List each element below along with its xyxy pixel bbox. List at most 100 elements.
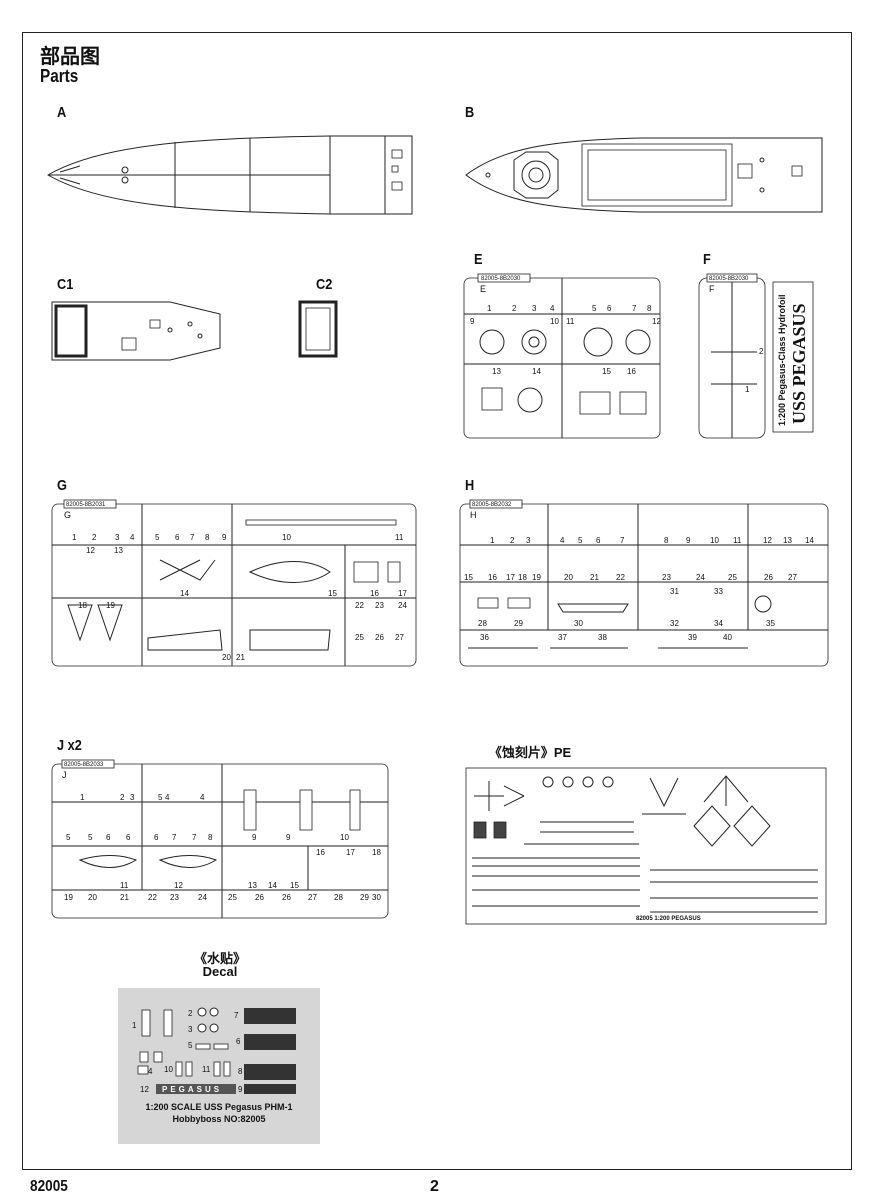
pe-plate-label: 82005 1:200 PEGASUS xyxy=(636,916,701,922)
label-h: H xyxy=(465,477,475,494)
sprue-e-code: 82005-8B2030 xyxy=(481,276,521,282)
svg-text:26: 26 xyxy=(764,573,773,582)
decal-title-cn: 《水贴》 xyxy=(193,951,246,966)
svg-text:4: 4 xyxy=(130,533,135,542)
svg-text:28: 28 xyxy=(334,893,343,902)
svg-text:9: 9 xyxy=(286,833,291,842)
pe-title-cn: 《蚀刻片》 xyxy=(488,745,554,760)
decal-title-en: Decal xyxy=(202,964,238,979)
svg-text:24: 24 xyxy=(398,601,407,610)
svg-text:22: 22 xyxy=(148,893,157,902)
decal-caption-1: 1:200 SCALE USS Pegasus PHM-1 xyxy=(145,1102,293,1112)
svg-text:6: 6 xyxy=(106,833,111,842)
svg-text:13: 13 xyxy=(783,536,792,545)
svg-text:3: 3 xyxy=(130,793,135,802)
label-b: B xyxy=(465,104,475,121)
svg-text:36: 36 xyxy=(480,633,489,642)
svg-text:12: 12 xyxy=(174,881,183,890)
svg-text:38: 38 xyxy=(598,633,607,642)
svg-text:9: 9 xyxy=(238,1085,243,1094)
svg-text:11: 11 xyxy=(120,881,129,890)
svg-text:10: 10 xyxy=(550,317,559,326)
svg-text:8: 8 xyxy=(208,833,213,842)
svg-text:16: 16 xyxy=(316,848,325,857)
svg-text:21: 21 xyxy=(120,893,129,902)
svg-text:16: 16 xyxy=(370,589,379,598)
svg-text:10: 10 xyxy=(282,533,291,542)
svg-text:8: 8 xyxy=(238,1067,243,1076)
page-frame xyxy=(22,32,852,1170)
svg-text:26: 26 xyxy=(375,633,384,642)
part-a-hull xyxy=(46,135,413,215)
svg-text:8: 8 xyxy=(664,536,669,545)
svg-text:17: 17 xyxy=(506,573,515,582)
svg-text:9: 9 xyxy=(686,536,691,545)
svg-text:13: 13 xyxy=(248,881,257,890)
svg-text:7: 7 xyxy=(620,536,625,545)
footer-page-number: 2 xyxy=(430,1178,439,1195)
svg-text:22: 22 xyxy=(616,573,625,582)
svg-text:26: 26 xyxy=(255,893,264,902)
svg-text:15: 15 xyxy=(328,589,337,598)
svg-text:9: 9 xyxy=(222,533,227,542)
svg-text:4: 4 xyxy=(148,1067,153,1076)
svg-text:27: 27 xyxy=(308,893,317,902)
svg-text:19: 19 xyxy=(64,893,73,902)
svg-text:26: 26 xyxy=(282,893,291,902)
svg-text:1: 1 xyxy=(80,793,85,802)
svg-text:3: 3 xyxy=(526,536,531,545)
part-b-deck xyxy=(465,137,823,213)
sprue-g-code: 82005-8B2031 xyxy=(66,502,106,508)
svg-text:23: 23 xyxy=(375,601,384,610)
svg-text:28: 28 xyxy=(478,619,487,628)
svg-text:7: 7 xyxy=(632,304,637,313)
svg-text:11: 11 xyxy=(733,536,742,545)
sprue-j-letter: J xyxy=(62,770,67,780)
svg-text:6: 6 xyxy=(126,833,131,842)
svg-text:7: 7 xyxy=(190,533,195,542)
svg-text:18: 18 xyxy=(372,848,381,857)
svg-text:12: 12 xyxy=(86,546,95,555)
sprue-f-nameplate: 1:200 Pegasus-Class Hydrofoil USS PEGASU… xyxy=(772,281,814,433)
svg-text:40: 40 xyxy=(723,633,732,642)
svg-text:16: 16 xyxy=(627,367,636,376)
label-g: G xyxy=(57,477,67,494)
sprue-f: 82005-8B2030 F 2 1 1:200 Pegasus-Class H… xyxy=(698,273,814,439)
label-c2: C2 xyxy=(316,276,333,293)
svg-text:10: 10 xyxy=(710,536,719,545)
svg-text:17: 17 xyxy=(346,848,355,857)
svg-text:21: 21 xyxy=(236,653,245,662)
sprue-f-letter: F xyxy=(709,284,715,294)
svg-text:2: 2 xyxy=(120,793,125,802)
svg-text:5: 5 xyxy=(66,833,71,842)
svg-text:27: 27 xyxy=(395,633,404,642)
pe-fret: 82005 1:200 PEGASUS xyxy=(465,767,827,925)
svg-text:13: 13 xyxy=(114,546,123,555)
svg-text:8: 8 xyxy=(205,533,210,542)
svg-text:1: 1 xyxy=(490,536,495,545)
svg-text:35: 35 xyxy=(766,619,775,628)
svg-text:39: 39 xyxy=(688,633,697,642)
svg-text:14: 14 xyxy=(268,881,277,890)
svg-text:21: 21 xyxy=(590,573,599,582)
svg-text:1: 1 xyxy=(72,533,77,542)
svg-text:6: 6 xyxy=(607,304,612,313)
svg-text:6: 6 xyxy=(175,533,180,542)
sprue-h-code: 82005-8B2032 xyxy=(472,502,512,508)
decal-name-strip: PEGASUS xyxy=(162,1085,222,1094)
svg-text:14: 14 xyxy=(180,589,189,598)
svg-text:24: 24 xyxy=(696,573,705,582)
sprue-g-letter: G xyxy=(64,510,71,520)
svg-text:25: 25 xyxy=(228,893,237,902)
svg-text:19: 19 xyxy=(532,573,541,582)
svg-text:37: 37 xyxy=(558,633,567,642)
sprue-h-letter: H xyxy=(470,510,477,520)
part-c2 xyxy=(298,300,338,358)
svg-text:5: 5 xyxy=(578,536,583,545)
svg-text:15: 15 xyxy=(290,881,299,890)
svg-text:5: 5 xyxy=(88,833,93,842)
